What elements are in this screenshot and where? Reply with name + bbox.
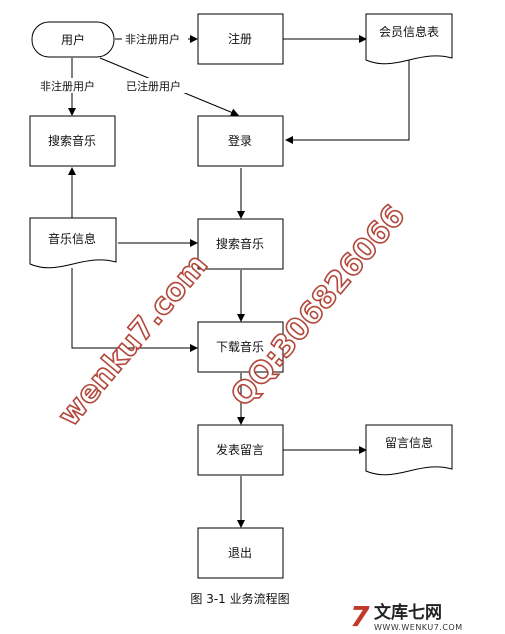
node-download (197, 321, 284, 373)
node-exit-label: 退出 (228, 546, 252, 560)
node-register (197, 13, 284, 65)
node-search-left-label: 搜索音乐 (48, 133, 96, 148)
wenku7-logo: 7 文库七网 WWW.WENKU7.COM (350, 600, 463, 632)
node-member-table (365, 13, 453, 65)
node-post-message-label: 发表留言 (216, 442, 264, 457)
node-login-label: 登录 (228, 133, 252, 148)
node-music-info-label: 音乐信息 (48, 231, 96, 246)
node-post-message (197, 424, 284, 476)
figure-caption: 图 3-1 业务流程图 (190, 592, 290, 606)
node-exit (197, 527, 284, 579)
nodes (29, 13, 453, 579)
edge-label-unregistered-down: 非注册用户 (40, 79, 95, 93)
node-user (31, 21, 115, 58)
edge-music-info-to-download (71, 268, 198, 352)
node-search-center-label: 搜索音乐 (216, 236, 264, 251)
node-message-info (365, 424, 453, 476)
brand-mark: 7 (350, 600, 370, 632)
edge-member-table-to-login (285, 58, 410, 144)
node-search-left (29, 115, 116, 167)
node-login (197, 115, 284, 167)
edge-labels: 非注册用户 非注册用户 已注册用户 (38, 31, 190, 93)
brand-url: WWW.WENKU7.COM (374, 623, 463, 632)
node-user-label: 用户 (61, 32, 85, 47)
watermark-site: wenku7.com (51, 248, 215, 433)
node-register-label: 注册 (228, 31, 252, 46)
brand-name: 文库七网 (374, 602, 442, 623)
node-member-table-label: 会员信息表 (379, 24, 439, 39)
edge-label-unregistered-right: 非注册用户 (125, 32, 180, 46)
edge-label-registered: 已注册用户 (126, 79, 181, 93)
node-message-info-label: 留言信息 (385, 435, 433, 450)
node-labels: 用户 注册 会员信息表 搜索音乐 登录 音乐信息 搜索音乐 下载音乐 发表留言 … (48, 24, 439, 560)
node-search-center (197, 218, 284, 270)
node-download-label: 下载音乐 (216, 339, 264, 354)
node-music-info (29, 217, 117, 269)
